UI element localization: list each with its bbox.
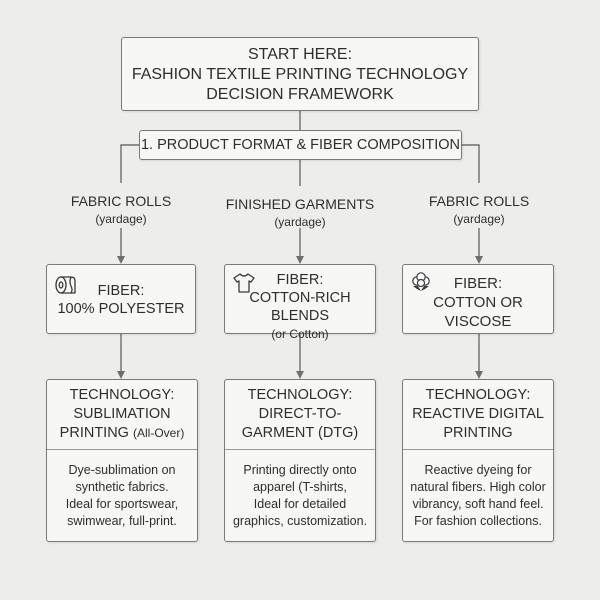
description-line: Dye-sublimation on bbox=[68, 463, 176, 477]
branch-format-sub: (yardage) bbox=[274, 215, 326, 229]
description-line: natural fibers. High color bbox=[410, 480, 546, 494]
fiber-box-cotton-blends: FIBER: COTTON-RICH BLENDS (or Cotton) bbox=[224, 264, 376, 341]
fiber-value: 100% POLYESTER bbox=[57, 301, 185, 317]
branch-format-title: FINISHED GARMENTS bbox=[225, 196, 375, 212]
step-to-left-branch-connector bbox=[120, 144, 139, 183]
technology-name: SUBLIMATION bbox=[73, 406, 171, 422]
description-line: Printing directly onto bbox=[243, 463, 357, 477]
t-shirt-icon bbox=[233, 273, 255, 293]
technology-box-reactive: TECHNOLOGY: REACTIVE DIGITAL PRINTING Re… bbox=[402, 379, 554, 542]
technology-label: TECHNOLOGY: bbox=[69, 387, 175, 403]
technology-name-continued: PRINTING (All-Over) bbox=[47, 424, 197, 443]
branch-format-sub: (yardage) bbox=[95, 212, 147, 226]
branch-format-sub: (yardage) bbox=[453, 212, 505, 226]
start-box: START HERE: FASHION TEXTILE PRINTING TEC… bbox=[121, 37, 479, 111]
technology-scope-note: (All-Over) bbox=[132, 426, 185, 440]
cotton-boll-icon bbox=[412, 272, 430, 291]
description-line: Reactive dyeing for bbox=[424, 463, 532, 477]
description-line: vibrancy, soft hand feel. bbox=[412, 497, 544, 511]
technology-box-dtg: TECHNOLOGY: DIRECT-TO- GARMENT (DTG) Pri… bbox=[224, 379, 376, 542]
technology-description: Printing directly onto apparel (T-shirts… bbox=[231, 462, 369, 530]
description-line: Ideal for detailed bbox=[253, 497, 347, 511]
technology-label: TECHNOLOGY: bbox=[425, 387, 531, 403]
technology-name-continued: PRINTING bbox=[443, 425, 513, 441]
step-1-label: 1. PRODUCT FORMAT & FIBER COMPOSITION bbox=[140, 137, 461, 153]
branch-format-right: FABRIC ROLLS (yardage) bbox=[399, 192, 559, 228]
technology-name: DIRECT-TO- bbox=[258, 406, 342, 422]
fiber-label: FIBER: bbox=[276, 272, 324, 288]
branch-format-title: FABRIC ROLLS bbox=[428, 193, 530, 209]
fiber-box-polyester: FIBER: 100% POLYESTER bbox=[46, 264, 196, 334]
technology-box-sublimation: TECHNOLOGY: SUBLIMATION PRINTING (All-Ov… bbox=[46, 379, 198, 542]
fiber-value-continued: BLENDS bbox=[270, 308, 330, 324]
start-line-2: FASHION TEXTILE PRINTING TECHNOLOGY bbox=[131, 66, 469, 83]
fiber-value: COTTON OR bbox=[433, 294, 523, 311]
description-line: Ideal for sportswear, bbox=[65, 497, 179, 511]
fiber-note: (or Cotton) bbox=[271, 327, 329, 341]
technology-name-part: PRINTING bbox=[59, 425, 129, 441]
description-line: swimwear, full-print. bbox=[67, 514, 177, 528]
technology-description: Dye-sublimation on synthetic fabrics. Id… bbox=[53, 462, 191, 530]
fiber-label: FIBER: bbox=[97, 283, 145, 299]
technology-name-continued: GARMENT (DTG) bbox=[241, 425, 359, 441]
technology-description: Reactive dyeing for natural fibers. High… bbox=[409, 462, 547, 530]
branch-format-center: FINISHED GARMENTS (yardage) bbox=[220, 195, 380, 231]
technology-label: TECHNOLOGY: bbox=[247, 387, 353, 403]
description-line: For fashion collections. bbox=[414, 514, 542, 528]
fabric-roll-icon bbox=[55, 276, 76, 294]
fiber-value-continued: VISCOSE bbox=[444, 313, 512, 330]
description-line: apparel (T-shirts, bbox=[253, 480, 347, 494]
description-line: synthetic fabrics. bbox=[75, 480, 169, 494]
technology-divider bbox=[47, 449, 197, 450]
technology-divider bbox=[225, 449, 375, 450]
step-to-right-branch-connector bbox=[462, 144, 480, 183]
step-1-box: 1. PRODUCT FORMAT & FIBER COMPOSITION bbox=[139, 130, 462, 160]
description-line: graphics, customization. bbox=[232, 514, 368, 528]
fiber-box-cotton-viscose: FIBER: COTTON OR VISCOSE bbox=[402, 264, 554, 334]
fiber-label: FIBER: bbox=[453, 275, 503, 292]
start-line-1: START HERE: bbox=[247, 46, 353, 63]
start-line-3: DECISION FRAMEWORK bbox=[206, 86, 394, 103]
technology-divider bbox=[403, 449, 553, 450]
branch-format-left: FABRIC ROLLS (yardage) bbox=[41, 192, 201, 228]
branch-format-title: FABRIC ROLLS bbox=[70, 193, 172, 209]
fiber-value: COTTON-RICH bbox=[249, 290, 351, 306]
technology-name: REACTIVE DIGITAL bbox=[412, 406, 544, 422]
